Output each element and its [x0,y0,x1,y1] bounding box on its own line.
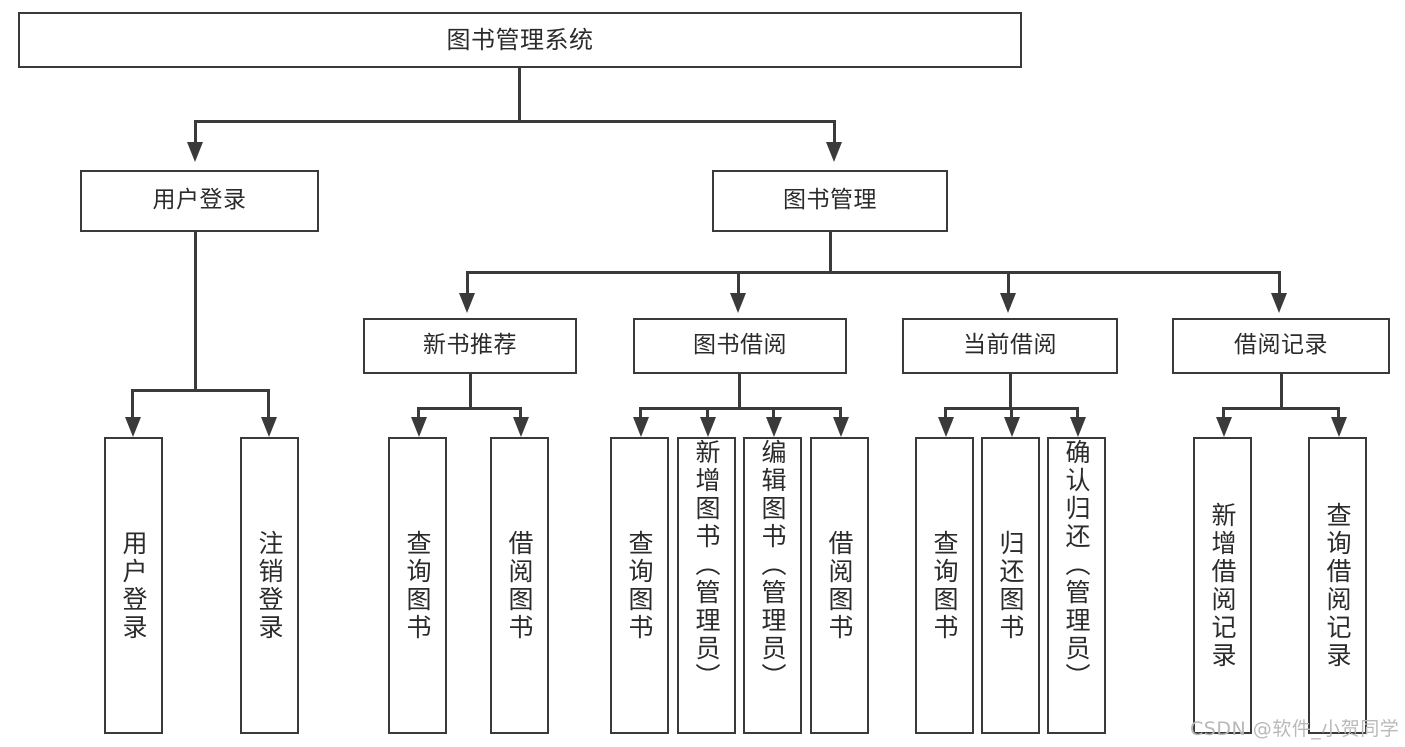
node-label: 查询图书 [625,529,654,642]
arrow-bm-to-borrow-record [1271,293,1287,313]
arrow-user-login-to-leaf-1 [125,417,141,437]
node-label: 查询图书 [403,529,432,642]
leaf-query-book-current[interactable]: 查询图书 [915,437,974,734]
edge-borrow-record-drop [1280,374,1283,407]
edge-bb-to-leaf-1 [639,407,642,419]
edge-root-drop [518,68,521,120]
arrow-bb-to-leaf-4 [833,417,849,437]
edge-bm-to-new-book [466,271,469,293]
edge-user-login-drop [194,232,197,389]
arrow-cb-to-leaf-2 [1004,417,1020,437]
node-label: 图书管理系统 [446,25,594,54]
arrow-bb-to-leaf-1 [633,417,649,437]
edge-book-management-drop [829,232,832,271]
node-label: 新书推荐 [423,332,517,359]
leaf-borrow-book-recommend[interactable]: 借阅图书 [490,437,549,734]
arrow-user-login-to-leaf-2 [261,417,277,437]
arrow-root-to-user-login [187,142,203,162]
node-label: 新增借阅记录 [1208,501,1237,670]
leaf-add-borrow-record[interactable]: 新增借阅记录 [1193,437,1252,734]
node-label: 借阅图书 [825,529,854,642]
edge-user-login-bus [131,389,269,392]
edge-book-borrow-bus [639,407,841,410]
edge-bb-to-leaf-3 [772,407,775,419]
edge-bb-to-leaf-4 [839,407,842,419]
node-label: 用户登录 [119,529,148,642]
edge-root-bus [194,120,835,123]
node-label: 查询图书 [930,529,959,642]
edge-bm-to-borrow-record [1278,271,1281,293]
arrow-cb-to-leaf-1 [938,417,954,437]
node-label: 借阅图书 [505,529,534,642]
node-label: 新增图书（管理员） [692,439,721,691]
watermark-csdn: CSDN @软件_小贺同学 [1190,718,1400,740]
edge-br-to-leaf-2 [1337,407,1340,419]
arrow-bm-to-current-borrow [1000,293,1016,313]
leaf-edit-book-admin[interactable]: 编辑图书（管理员） [743,437,802,734]
node-user-login[interactable]: 用户登录 [80,170,319,232]
arrow-bb-to-leaf-3 [766,417,782,437]
arrow-bm-to-book-borrow [730,293,746,313]
node-borrow-record[interactable]: 借阅记录 [1172,318,1390,374]
node-label: 编辑图书（管理员） [758,439,787,691]
edge-new-book-to-leaf-2 [519,407,522,419]
leaf-borrow-book[interactable]: 借阅图书 [810,437,869,734]
arrow-root-to-book-management [826,142,842,162]
edge-new-book-drop [469,374,472,407]
edge-bb-to-leaf-2 [706,407,709,419]
node-label: 注销登录 [255,529,284,642]
leaf-logout-login[interactable]: 注销登录 [240,437,299,734]
leaf-query-book-recommend[interactable]: 查询图书 [388,437,447,734]
node-label: 确认归还（管理员） [1062,439,1091,691]
leaf-user-login[interactable]: 用户登录 [104,437,163,734]
edge-root-to-user-login [194,120,197,142]
edge-current-borrow-drop [1009,374,1012,407]
edge-bm-to-current-borrow [1007,271,1010,293]
node-label: 借阅记录 [1234,332,1328,359]
node-label: 图书借阅 [693,332,787,359]
node-label: 查询借阅记录 [1323,501,1352,670]
leaf-query-borrow-record[interactable]: 查询借阅记录 [1308,437,1367,734]
edge-book-management-bus [466,271,1278,274]
edge-borrow-record-bus [1222,407,1339,410]
edge-user-login-to-leaf-1 [131,389,134,417]
node-label: 用户登录 [152,187,247,214]
edge-cb-to-leaf-1 [944,407,947,419]
edge-root-to-book-management [833,120,836,142]
edge-br-to-leaf-1 [1222,407,1225,419]
arrow-new-book-to-leaf-2 [513,417,529,437]
node-current-borrow[interactable]: 当前借阅 [902,318,1118,374]
leaf-query-book-borrow[interactable]: 查询图书 [610,437,669,734]
node-label: 当前借阅 [963,332,1057,359]
node-new-book-recommend[interactable]: 新书推荐 [363,318,577,374]
node-root-book-management-system[interactable]: 图书管理系统 [18,12,1022,68]
leaf-add-book-admin[interactable]: 新增图书（管理员） [677,437,736,734]
node-label: 图书管理 [783,187,877,214]
arrow-cb-to-leaf-3 [1070,417,1086,437]
node-book-borrow[interactable]: 图书借阅 [633,318,847,374]
arrow-new-book-to-leaf-1 [411,417,427,437]
arrow-bb-to-leaf-2 [700,417,716,437]
leaf-confirm-return-admin[interactable]: 确认归还（管理员） [1047,437,1106,734]
edge-cb-to-leaf-3 [1076,407,1079,419]
edge-cb-to-leaf-2 [1010,407,1013,419]
node-label: 归还图书 [996,529,1025,642]
leaf-return-book[interactable]: 归还图书 [981,437,1040,734]
node-book-management[interactable]: 图书管理 [712,170,948,232]
arrow-bm-to-new-book [459,293,475,313]
arrow-br-to-leaf-2 [1331,417,1347,437]
edge-bm-to-book-borrow [737,271,740,293]
edge-new-book-to-leaf-1 [417,407,420,419]
arrow-br-to-leaf-1 [1216,417,1232,437]
edge-book-borrow-drop [738,374,741,407]
edge-user-login-to-leaf-2 [267,389,270,417]
edge-new-book-bus [417,407,522,410]
